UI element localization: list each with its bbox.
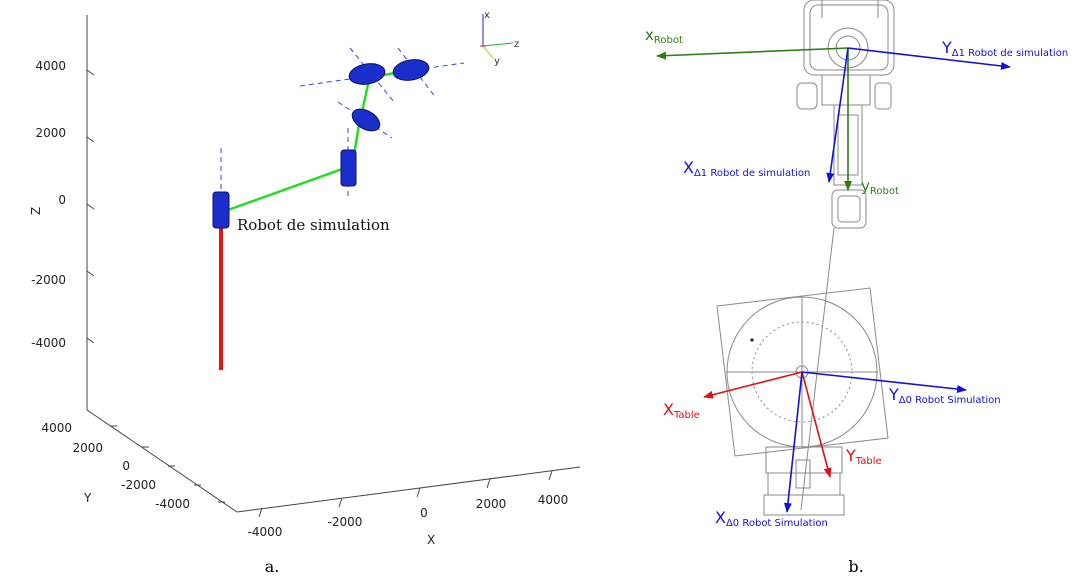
panel-b: xRobot yRobot YΔ1 Robot de simulation XΔ… — [645, 0, 1068, 576]
z-tick-label: -4000 — [31, 336, 66, 350]
robot-links — [227, 68, 411, 212]
x-robot-label: xRobot — [645, 26, 683, 46]
x-tick-label: 2000 — [476, 497, 507, 511]
triad-z-label: z — [514, 39, 519, 50]
joint-5 — [392, 59, 430, 81]
triad-x-label: x — [484, 10, 490, 21]
y-ticks — [110, 425, 225, 503]
y-robot-label: yRobot — [861, 177, 899, 197]
x-tick-label: 0 — [420, 506, 428, 520]
y-axis-line — [86, 409, 238, 513]
z-ticks — [86, 69, 95, 344]
plot-axes — [86, 15, 581, 513]
z-tick-label: 0 — [58, 193, 66, 207]
y-tick-label: -2000 — [121, 478, 156, 492]
z-tick-label: -2000 — [31, 273, 66, 287]
panel-a: 4000 2000 0 -2000 -4000 Z 4000 2000 0 -2… — [29, 10, 581, 576]
y-delta1-arrow — [847, 47, 1011, 70]
caption-a: a. — [265, 557, 280, 576]
x-tick-label: -2000 — [328, 515, 363, 529]
joint-2 — [340, 149, 357, 187]
joint-1 — [212, 191, 230, 229]
x-tick-label: -4000 — [248, 525, 283, 539]
y-delta0-label: YΔ0 Robot Simulation — [888, 385, 1001, 406]
x-ticks — [258, 470, 553, 518]
y-tick-label: 0 — [122, 459, 130, 473]
joint-4 — [348, 63, 386, 85]
x-robot-arrow — [656, 47, 849, 60]
x-delta0-arrow — [783, 371, 803, 513]
y-tick-label: 2000 — [72, 441, 103, 455]
joint-axes-dashed — [220, 47, 465, 232]
robot-joints — [212, 59, 430, 229]
y-axis-title: Y — [83, 491, 92, 505]
robot-label: Robot de simulation — [237, 216, 390, 234]
y-tick-label: -4000 — [155, 497, 190, 511]
y-delta1-label: YΔ1 Robot de simulation — [941, 38, 1068, 59]
joint-3 — [351, 108, 381, 132]
x-delta0-label: XΔ0 Robot Simulation — [715, 508, 828, 529]
x-table-arrow — [703, 371, 803, 399]
y-tick-label: 4000 — [41, 421, 72, 435]
y-table-label: YTable — [845, 446, 882, 467]
triad-y-label: y — [494, 56, 500, 67]
x-tick-label: 4000 — [538, 493, 569, 507]
orientation-triad: x z y — [480, 10, 519, 67]
y-table-arrow — [801, 371, 832, 478]
x-delta1-label: XΔ1 Robot de simulation — [683, 158, 810, 179]
x-delta1-arrow — [826, 47, 849, 183]
table-drawing — [716, 287, 889, 516]
x-axis-title: X — [427, 533, 435, 547]
x-axis-line — [236, 466, 581, 513]
z-tick-label: 2000 — [35, 126, 66, 140]
y-delta0-arrow — [801, 371, 967, 393]
z-axis-title: Z — [29, 207, 43, 215]
z-tick-label: 4000 — [35, 59, 66, 73]
x-table-label: XTable — [663, 400, 700, 421]
caption-b: b. — [848, 557, 863, 576]
